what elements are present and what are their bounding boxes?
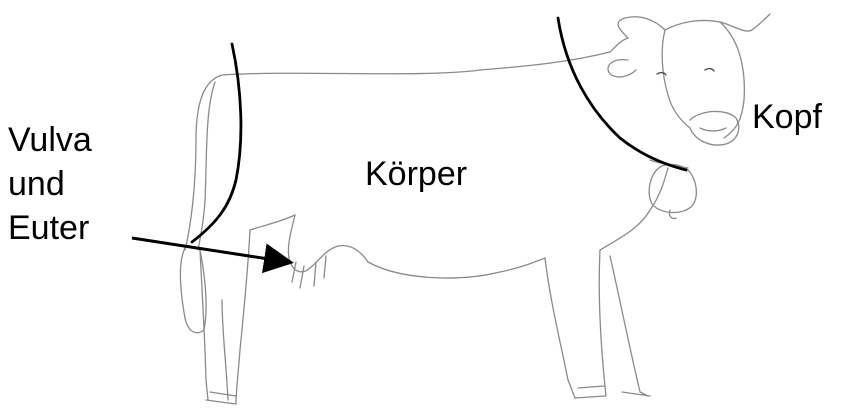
- label-vulva-und-euter: Vulva und Euter: [8, 118, 92, 250]
- label-kopf: Kopf: [752, 95, 822, 139]
- cow-sketch: [180, 14, 770, 404]
- label-vulva-line1: Vulva: [8, 118, 92, 162]
- label-vulva-line2: und: [8, 162, 92, 206]
- label-vulva-line3: Euter: [8, 206, 92, 250]
- label-koerper: Körper: [365, 152, 467, 196]
- udder-pointer-arrow: [132, 238, 288, 262]
- rear-divider-line: [192, 44, 241, 242]
